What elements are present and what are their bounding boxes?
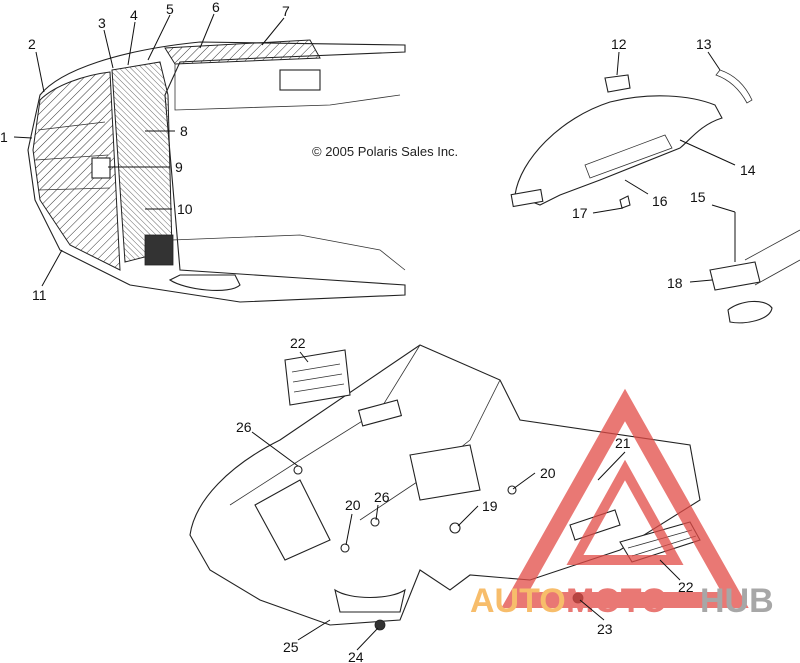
callout-labels: 1 2 3 4 5 6 7 8 9 10 11 12 13 14 15 16 1… — [0, 0, 756, 663]
callout-9: 9 — [175, 159, 183, 175]
callout-1: 1 — [0, 129, 8, 145]
callout-7: 7 — [282, 3, 290, 19]
callout-18: 18 — [667, 275, 683, 291]
hood-assembly — [27, 39, 406, 303]
callout-20b: 20 — [345, 497, 361, 513]
callout-13: 13 — [696, 36, 712, 52]
callout-22b: 22 — [678, 579, 694, 595]
callout-17: 17 — [572, 205, 588, 221]
callout-10: 10 — [177, 201, 193, 217]
callout-21: 21 — [615, 435, 631, 451]
copyright-text: © 2005 Polaris Sales Inc. — [312, 144, 458, 159]
leader-lines — [13, 13, 736, 651]
callout-4: 4 — [130, 7, 138, 23]
callout-23: 23 — [597, 621, 613, 637]
callout-15: 15 — [690, 189, 706, 205]
callout-8: 8 — [180, 123, 188, 139]
callout-19: 19 — [482, 498, 498, 514]
watermark-logo: AUTO MOTO HUB — [470, 388, 774, 620]
callout-14: 14 — [740, 162, 756, 178]
callout-25: 25 — [283, 639, 299, 655]
watermark-triangle-icon — [501, 388, 749, 608]
watermark-auto: AUTO — [470, 582, 566, 620]
watermark-moto: MOTO — [566, 582, 667, 620]
callout-16: 16 — [652, 193, 668, 209]
callout-11: 11 — [32, 287, 47, 303]
callout-2: 2 — [28, 36, 36, 52]
callout-12: 12 — [611, 36, 627, 52]
trim-panel — [510, 69, 800, 324]
callout-22a: 22 — [290, 335, 306, 351]
callout-5: 5 — [166, 1, 174, 17]
watermark-hub: HUB — [700, 582, 774, 620]
callout-3: 3 — [98, 15, 106, 31]
callout-6: 6 — [212, 0, 220, 15]
callout-26b: 26 — [374, 489, 390, 505]
callout-24: 24 — [348, 649, 364, 663]
callout-20a: 20 — [540, 465, 556, 481]
callout-26a: 26 — [236, 419, 252, 435]
